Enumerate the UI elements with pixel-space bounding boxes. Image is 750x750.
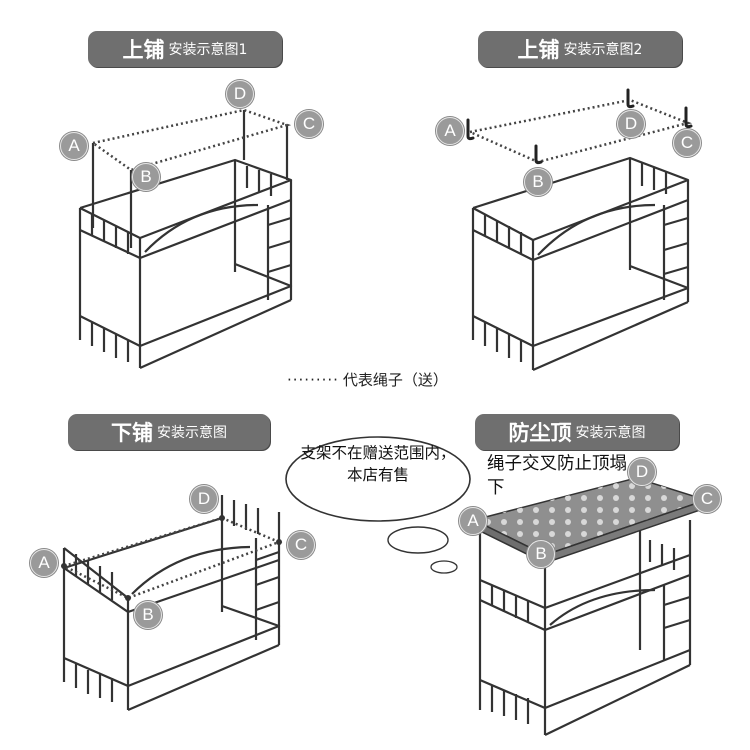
point-label-b: B bbox=[527, 540, 555, 568]
rope-upper2 bbox=[469, 98, 693, 164]
point-label-d: D bbox=[617, 110, 645, 138]
panel-title-upper1: 上铺 安装示意图1 bbox=[88, 31, 282, 67]
point-label-c: C bbox=[693, 485, 721, 513]
panel-title-sub: 安装示意图 bbox=[157, 425, 227, 441]
rope-knots-lower bbox=[61, 515, 282, 601]
panel-title-lower: 下铺 安装示意图 bbox=[68, 414, 270, 450]
rope-upper1 bbox=[92, 108, 292, 172]
point-label-c: C bbox=[287, 531, 315, 559]
point-label-d: D bbox=[226, 80, 254, 108]
panel-title-main: 防尘顶 bbox=[508, 421, 572, 445]
bed-frame-upper1 bbox=[78, 110, 293, 370]
panel-title-sub: 安装示意图2 bbox=[563, 42, 643, 58]
point-label-d: D bbox=[628, 458, 656, 486]
point-label-b: B bbox=[524, 168, 552, 196]
point-label-c: C bbox=[673, 129, 701, 157]
point-label-c: C bbox=[295, 110, 323, 138]
point-label-b: B bbox=[132, 163, 160, 191]
hook-icons bbox=[466, 88, 693, 165]
panel-title-main: 下铺 bbox=[111, 421, 153, 445]
point-label-d: D bbox=[190, 485, 218, 513]
panel-title-main: 上铺 bbox=[122, 38, 165, 62]
rope-legend-text: 代表绳子（送） bbox=[342, 371, 448, 389]
point-label-a: A bbox=[30, 549, 58, 577]
bubble-text: 支架不在赠送范围内，本店有售 bbox=[300, 444, 456, 484]
rope-legend: ········· 代表绳子（送） bbox=[287, 369, 448, 390]
bed-frame-dust bbox=[478, 520, 692, 736]
panel-title-upper2: 上铺 安装示意图2 bbox=[478, 31, 682, 67]
point-label-a: A bbox=[459, 507, 487, 535]
bed-frame-upper2 bbox=[471, 156, 690, 372]
dust-note-text: 绳子交叉防止顶塌下 bbox=[487, 454, 627, 498]
point-label-b: B bbox=[134, 601, 162, 629]
point-label-a: A bbox=[436, 117, 464, 145]
panel-title-dust: 防尘顶 安装示意图 bbox=[475, 414, 679, 450]
panel-title-main: 上铺 bbox=[517, 38, 560, 62]
panel-title-sub: 安装示意图 bbox=[575, 425, 646, 441]
panel-title-sub: 安装示意图1 bbox=[168, 42, 248, 58]
bed-frame-lower bbox=[62, 495, 281, 712]
rope-legend-dots: ········· bbox=[287, 370, 339, 389]
point-label-a: A bbox=[60, 132, 88, 160]
